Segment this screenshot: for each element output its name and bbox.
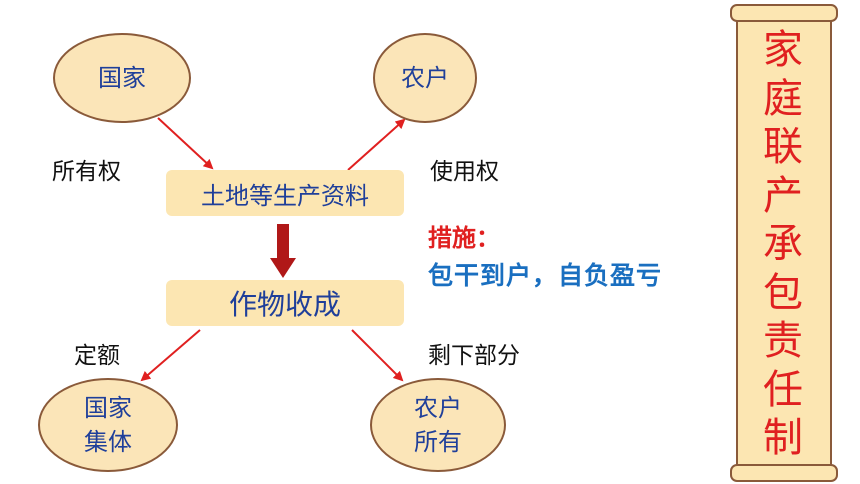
- arrow-harvest-to-farmer-owned: [351, 329, 404, 382]
- scroll-char: 产: [763, 172, 803, 219]
- arrow-means-to-farmer: [347, 118, 406, 171]
- node-state-collective: 国家 集体: [38, 378, 178, 472]
- box-means-of-production: 土地等生产资料: [166, 170, 404, 216]
- arrow-harvest-to-collective: [140, 329, 201, 382]
- node-farmer-top-label: 农户: [401, 64, 449, 92]
- scroll-title: 家 庭 联 产 承 包 责 任 制: [744, 26, 822, 463]
- node-state-collective-line1: 国家: [84, 394, 132, 422]
- scroll-roll-top: [730, 4, 838, 22]
- scroll-char: 联: [763, 124, 803, 170]
- node-farmer-top: 农户: [373, 33, 477, 123]
- node-state-top: 国家: [53, 33, 191, 123]
- box-harvest: 作物收成: [166, 280, 404, 326]
- node-state-top-label: 国家: [98, 64, 146, 92]
- label-quota: 定额: [74, 343, 120, 369]
- label-ownership: 所有权: [52, 159, 121, 185]
- measures-text: 包干到户，自负盈亏: [428, 261, 663, 290]
- label-remaining: 剩下部分: [428, 343, 520, 369]
- measures-title: 措施：: [428, 224, 500, 252]
- label-usage: 使用权: [430, 159, 499, 185]
- scroll-body: [736, 12, 832, 474]
- box-means-label: 土地等生产资料: [201, 181, 369, 210]
- scroll-banner: 家 庭 联 产 承 包 责 任 制: [728, 2, 838, 482]
- arrow-state-to-means: [157, 117, 214, 170]
- scroll-char: 制: [763, 415, 803, 461]
- scroll-roll-bottom: [730, 464, 838, 482]
- node-state-collective-line2: 集体: [84, 428, 132, 456]
- box-harvest-label: 作物收成: [228, 288, 341, 321]
- node-farmer-owned-line2: 所有: [414, 428, 462, 456]
- scroll-char: 庭: [763, 75, 803, 122]
- scroll-char: 家: [763, 27, 803, 73]
- scroll-char: 包: [763, 269, 803, 316]
- down-arrow: [270, 224, 296, 278]
- node-farmer-owned-line1: 农户: [414, 394, 462, 422]
- scroll-char: 承: [763, 221, 803, 267]
- node-farmer-owned: 农户 所有: [370, 378, 506, 472]
- scroll-char: 责: [763, 318, 803, 364]
- scroll-char: 任: [763, 366, 803, 413]
